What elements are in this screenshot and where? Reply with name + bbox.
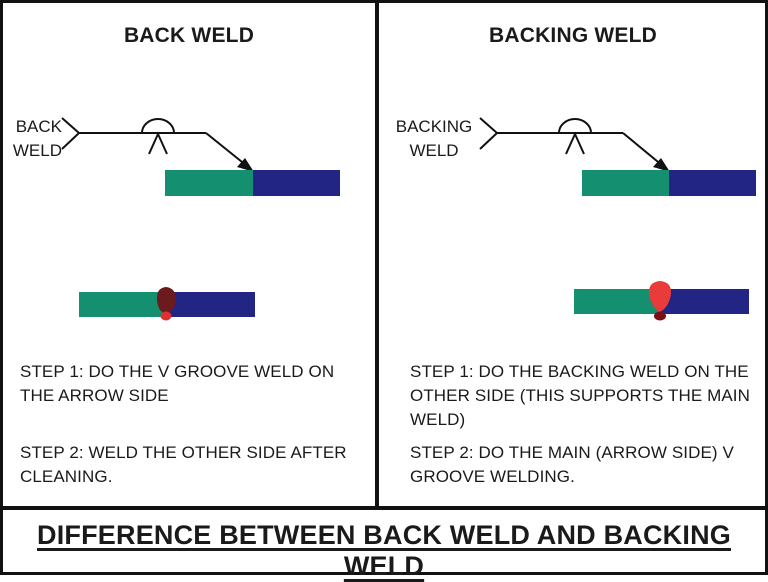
left-back-weld-semicircle: [141, 118, 175, 134]
back-weld-label-line1: BACK: [15, 117, 62, 136]
backing-weld-step2-line1: STEP 2: DO THE MAIN (ARROW SIDE) V: [410, 443, 734, 462]
back-weld-step2-line2: CLEANING.: [20, 467, 113, 486]
backing-weld-step1-line3: WELD): [410, 410, 466, 429]
back-weld-step1-line1: STEP 1: DO THE V GROOVE WELD ON: [20, 362, 335, 381]
back-weld-heading: BACK WELD: [123, 24, 255, 47]
diagram-title: DIFFERENCE BETWEEN BACK WELD AND BACKING…: [37, 520, 731, 581]
right-arrow-line: [622, 132, 664, 167]
back-weld-step1: STEP 1: DO THE V GROOVE WELD ON THE ARRO…: [20, 360, 334, 408]
backing-weld-heading: BACKING WELD: [488, 24, 658, 47]
right-bottom-plate-blue: [661, 289, 749, 314]
back-weld-panel: BACK WELD BACK WELD STEP 1: DO THE V GRO…: [0, 0, 378, 508]
right-arrowhead: [653, 158, 670, 172]
backing-weld-step2-line2: GROOVE WELDING.: [410, 467, 575, 486]
backing-weld-step1-line2: OTHER SIDE (THIS SUPPORTS THE MAIN: [410, 386, 750, 405]
back-weld-step1-line2: THE ARROW SIDE: [20, 386, 169, 405]
left-top-plate-green: [165, 170, 253, 196]
back-weld-step2-line1: STEP 2: WELD THE OTHER SIDE AFTER: [20, 443, 347, 462]
left-top-plate-blue: [253, 170, 340, 196]
left-arrowhead: [237, 158, 254, 172]
right-top-plate-blue: [669, 170, 756, 196]
right-backing-weld-bead: [654, 311, 666, 321]
backing-weld-label-line2: WELD: [409, 141, 459, 160]
backing-weld-symbol-label: BACKING WELD: [394, 115, 474, 163]
back-weld-label-line2: WELD: [12, 141, 62, 160]
left-arrow-line: [205, 132, 248, 167]
backing-weld-step1-line1: STEP 1: DO THE BACKING WELD ON THE: [410, 362, 749, 381]
left-back-weld-bead: [160, 311, 172, 321]
left-weld-symbol: [61, 117, 248, 167]
right-v-groove-mark: [565, 131, 585, 155]
left-v-groove-mark: [148, 131, 168, 155]
left-bottom-plate-green: [79, 292, 165, 317]
left-bottom-plate-blue: [165, 292, 255, 317]
backing-weld-panel: BACKING WELD BACKING WELD STEP 1: DO THE…: [378, 0, 768, 508]
left-groove-weld-bead: [156, 287, 176, 314]
back-weld-step2: STEP 2: WELD THE OTHER SIDE AFTER CLEANI…: [20, 441, 347, 489]
right-main-weld-bead: [648, 281, 672, 312]
right-backing-weld-semicircle: [558, 118, 592, 134]
backing-weld-step1: STEP 1: DO THE BACKING WELD ON THE OTHER…: [410, 360, 750, 432]
right-top-plate-green: [582, 170, 669, 196]
right-bottom-plate-green: [574, 289, 661, 314]
back-weld-symbol-label: BACK WELD: [4, 115, 62, 163]
right-weld-symbol: [479, 117, 664, 167]
backing-weld-step2: STEP 2: DO THE MAIN (ARROW SIDE) V GROOV…: [410, 441, 734, 489]
backing-weld-label-line1: BACKING: [395, 117, 473, 136]
